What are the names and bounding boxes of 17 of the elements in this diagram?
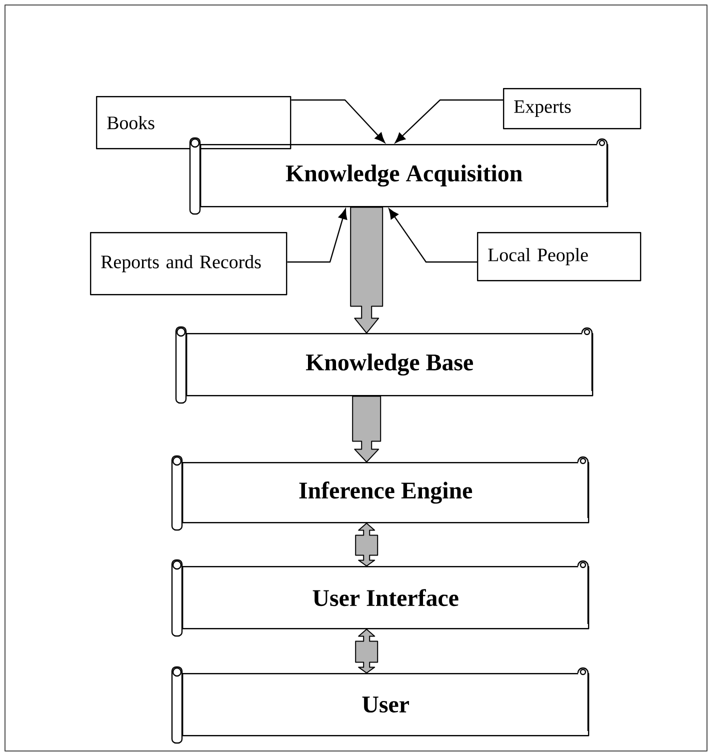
arrow <box>291 99 386 143</box>
block-arrow <box>350 206 384 334</box>
scroll-box: User <box>171 666 590 744</box>
arrow <box>287 208 348 263</box>
text-box: Reports and Records <box>90 232 288 296</box>
scroll-box: Knowledge Base <box>175 326 594 404</box>
block-arrow <box>352 396 382 462</box>
scroll-box: User Interface <box>171 559 590 637</box>
arrow <box>388 208 477 263</box>
scroll-box: Inference Engine <box>171 455 590 531</box>
block-arrow <box>355 522 378 566</box>
arrow <box>395 99 503 144</box>
block-arrow <box>355 628 378 674</box>
text-box: Experts <box>503 88 642 130</box>
text-box: Books <box>96 96 292 150</box>
text-box: Local People <box>477 232 642 282</box>
scroll-box: Knowledge Acquisition <box>189 137 608 215</box>
